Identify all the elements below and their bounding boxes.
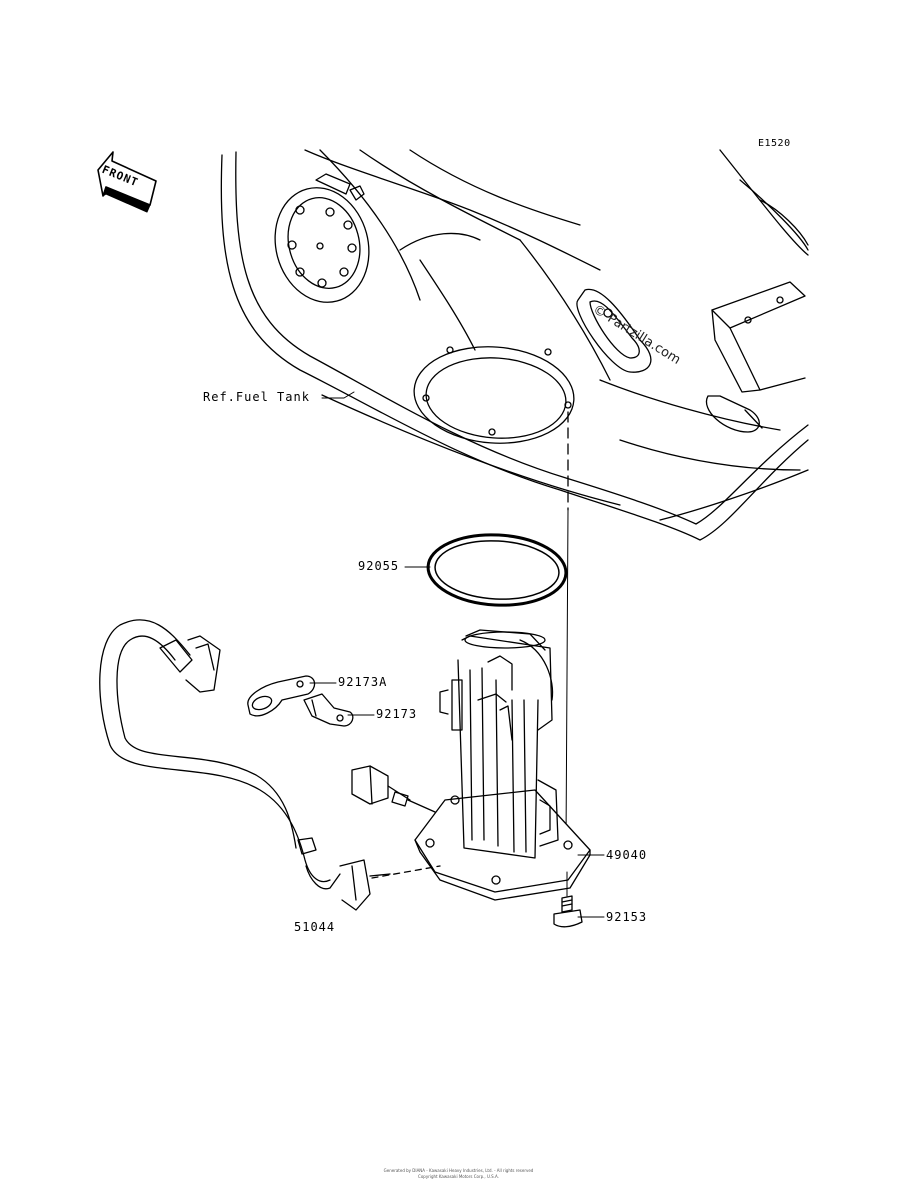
tank-bracket-right: [576, 281, 806, 433]
footer-line-2: Copyright Kawasaki Motors Corp., U.S.A.: [418, 1174, 499, 1179]
fuel-hose: [99, 619, 441, 911]
footer-line-1: Generated by DIANA - Kawasaki Heavy Indu…: [383, 1168, 534, 1173]
label-fuel-tank[interactable]: Ref.Fuel Tank: [203, 390, 310, 404]
label-gasket[interactable]: 92055: [358, 559, 400, 573]
label-bracket[interactable]: 92173: [376, 707, 418, 721]
gasket-ring: [426, 533, 568, 607]
leader-lines: [309, 391, 605, 918]
pump-connector: [351, 765, 436, 813]
fuel-pump-assembly: [414, 629, 591, 901]
front-arrow-icon: [97, 151, 157, 213]
bolt: [553, 871, 583, 928]
figure-code: E1520: [758, 138, 791, 149]
bracket-92173a: [247, 675, 316, 717]
fuel-tank-outline: [220, 149, 809, 541]
label-hose[interactable]: 51044: [294, 920, 336, 934]
alignment-line-lower: [565, 509, 569, 844]
label-bracket-a[interactable]: 92173A: [338, 675, 388, 689]
fuel-cap: [274, 173, 370, 303]
tank-pump-opening: [413, 346, 575, 444]
label-bolt[interactable]: 92153: [606, 910, 648, 924]
bracket-92173: [303, 693, 354, 727]
label-pump-assy[interactable]: 49040: [606, 848, 648, 862]
